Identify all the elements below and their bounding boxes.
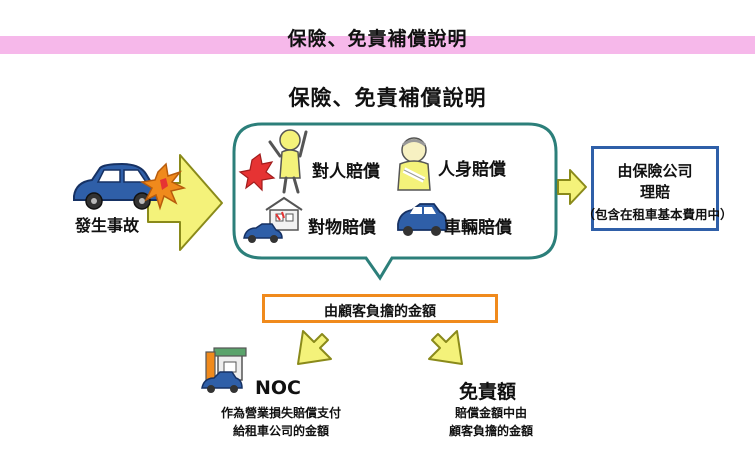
injured-person-icon	[238, 129, 308, 194]
customer-pays-box: 由顧客負擔的金額	[262, 294, 498, 323]
diagram-title: 保險、免責補償說明	[288, 86, 487, 110]
insurer-note: （包含在租車基本費用中）	[582, 207, 733, 222]
bandaged-person-icon	[397, 137, 431, 191]
insurer-arrow-icon	[557, 169, 587, 205]
coverage-person-label: 對人賠償	[312, 162, 380, 182]
noc-description: 作為營業損失賠償支付 給租車公司的金額	[220, 406, 341, 438]
damaged-property-icon	[243, 196, 303, 243]
deductible-arrow-icon	[428, 330, 463, 365]
insurer-title: 由保險公司 理賠	[617, 162, 693, 201]
header-banner	[0, 36, 755, 54]
damaged-vehicle-icon	[397, 203, 447, 236]
coverage-vehicle-label: 車輛賠償	[444, 218, 512, 238]
crashed-car-icon	[73, 162, 161, 210]
incident-arrow-icon	[147, 154, 223, 251]
incident-label: 發生事故	[75, 216, 140, 235]
deductible-description: 賠償金額中由 顧客負擔的金額	[448, 406, 533, 438]
noc-title: NOC	[255, 377, 301, 399]
page-title: 保險、免責補償說明	[287, 28, 468, 50]
insurer-box: 由保險公司 理賠	[591, 146, 719, 231]
rental-shop-icon	[201, 347, 247, 393]
deductible-title: 免責額	[459, 381, 517, 403]
coverage-property-label: 對物賠償	[308, 218, 376, 238]
coverage-body-label: 人身賠償	[438, 160, 506, 180]
noc-arrow-icon	[297, 330, 332, 365]
coverage-bubble	[232, 122, 558, 281]
customer-pays-label: 由顧客負擔的金額	[324, 304, 436, 320]
